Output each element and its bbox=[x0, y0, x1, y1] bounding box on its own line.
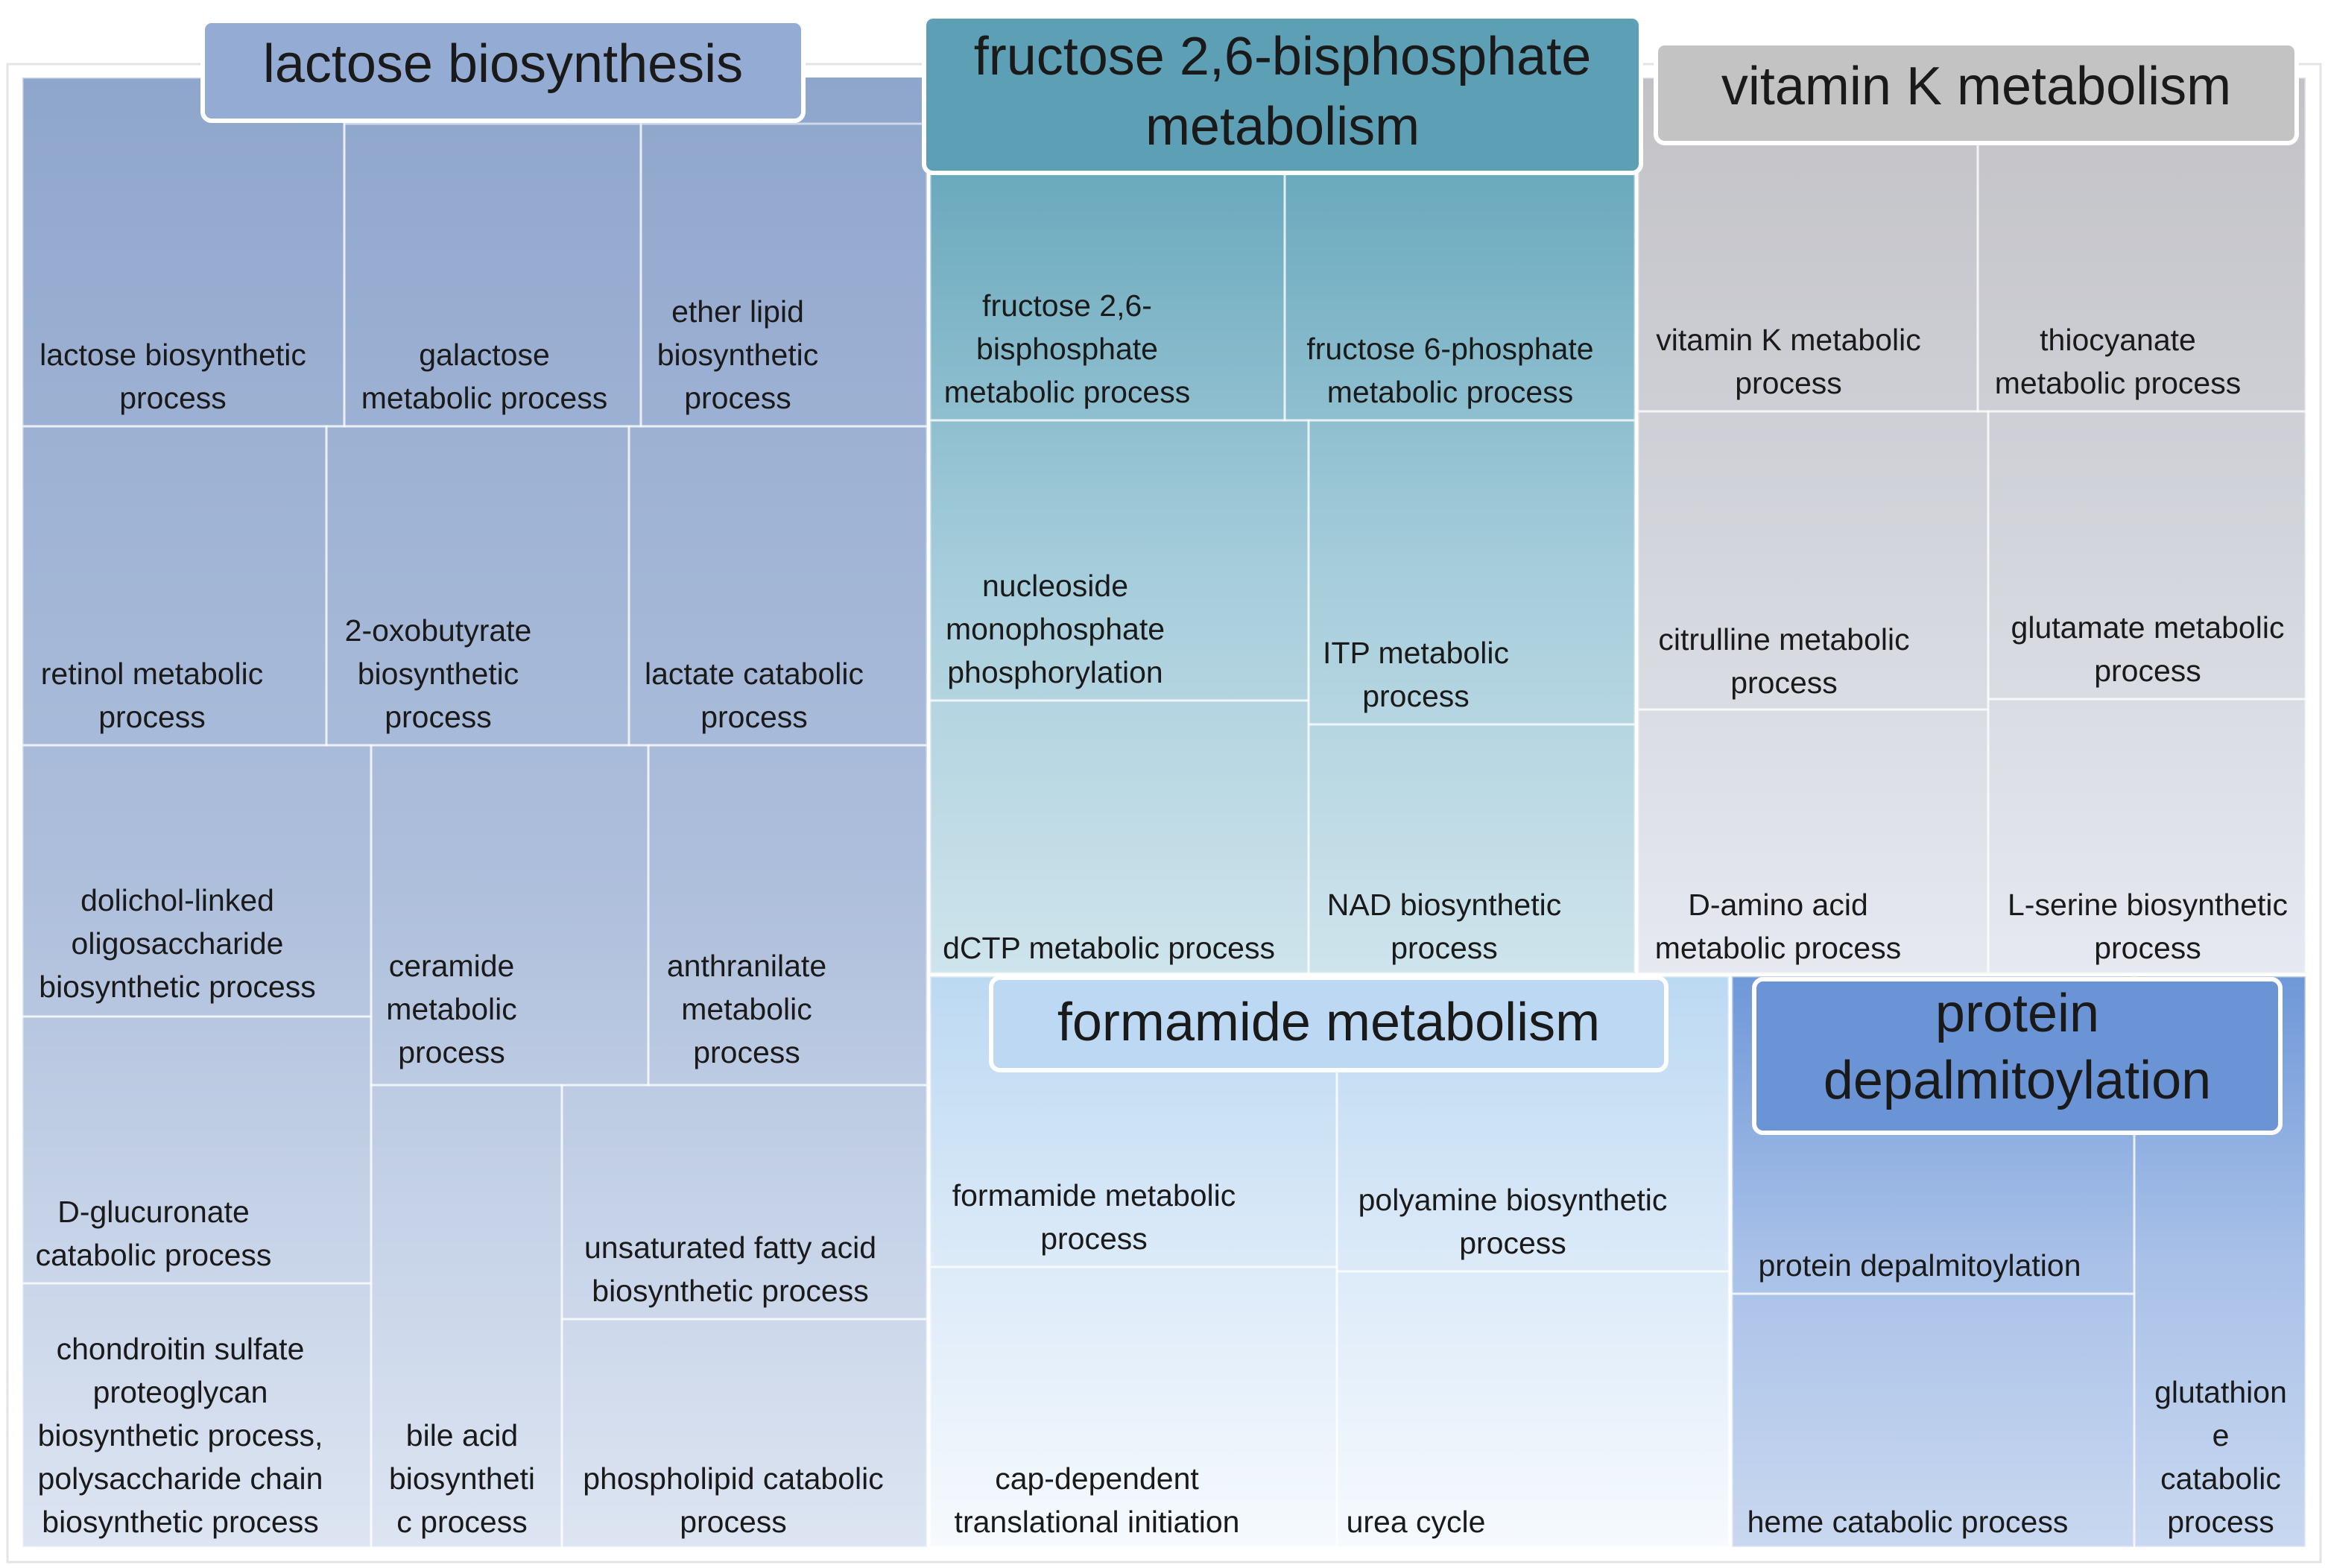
group-title-formamide-metabolism: formamide metabolism bbox=[1057, 993, 1600, 1052]
tile-glutathion-e-catabolic-process bbox=[2133, 975, 2307, 1549]
group-titles: lactose biosynthesis fructose 2,6-bisphos… bbox=[200, 14, 2299, 1135]
tile-nad-biosynthetic-process bbox=[1307, 723, 1636, 975]
tile-heme-catabolic-process bbox=[1730, 1292, 2136, 1549]
tile-phospholipid-catabolic-process bbox=[560, 1318, 929, 1549]
group-title-vitamin-k-metabolism: vitamin K metabolism bbox=[1721, 57, 2231, 116]
group-title-box-vitamin-k-metabolism bbox=[1654, 41, 2299, 145]
group-title-box-protein-depalmitoylation bbox=[1752, 977, 2283, 1135]
group-area-vitamin-k-metabolism bbox=[1638, 78, 2306, 973]
tile-label-heme-catabolic-process: heme catabolic process bbox=[1747, 1505, 2069, 1539]
group-title-box-formamide-metabolism bbox=[989, 976, 1668, 1072]
tile-label-urea-cycle: urea cycle bbox=[1347, 1505, 1486, 1539]
tile-chondroitin-sulfate-proteoglycan-biosynthetic-process-polysaccharide-chain-biosynthetic-process bbox=[21, 1282, 373, 1549]
group-title-box-fructose-2-6-bisphosphate-metabolism bbox=[922, 14, 1643, 175]
tile-l-serine-biosynthetic-process bbox=[1987, 698, 2307, 975]
tile-urea-cycle bbox=[1335, 1270, 1730, 1549]
tile-label-dctp-metabolic-process: dCTP metabolic process bbox=[943, 931, 1275, 965]
group-title-box-lactose-biosynthesis bbox=[200, 19, 806, 123]
group-title-lactose-biosynthesis: lactose biosynthesis bbox=[263, 34, 743, 94]
group-area-lactose-biosynthesis bbox=[22, 78, 927, 1547]
group-area-fructose-2-6-bisphosphate-metabolism bbox=[930, 171, 1635, 973]
tile-label-protein-depalmitoylation: protein depalmitoylation bbox=[1758, 1248, 2081, 1283]
